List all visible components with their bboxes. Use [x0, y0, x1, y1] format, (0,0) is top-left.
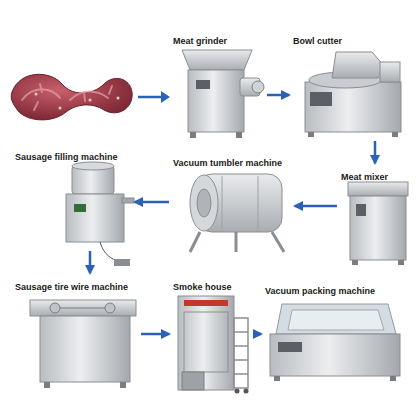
- machine-label: Meat mixer: [340, 172, 389, 183]
- flow-arrow: [253, 333, 261, 336]
- smoke-house-picture: [178, 296, 249, 394]
- flow-arrow: [138, 91, 170, 103]
- flow-arrow: [374, 141, 377, 163]
- meat-mixer-picture: [348, 182, 408, 265]
- machine-label: Sausage filling machine: [14, 152, 119, 163]
- machine-node: Meat mixer: [340, 166, 412, 266]
- meat-grinder-picture: [182, 50, 264, 138]
- machine-label: Meat grinder: [172, 36, 228, 47]
- vacuum-tumbler-picture: [190, 174, 284, 252]
- machine-label: Sausage tire wire machine: [14, 282, 129, 293]
- machine-node: Sausage tire wire machine: [14, 276, 138, 392]
- machine-node: Vacuum packing machine: [264, 280, 408, 384]
- vacuum-packer-picture: [270, 304, 400, 381]
- sausage-tying-picture: [30, 300, 136, 388]
- machine-node: Smoke house: [172, 276, 250, 396]
- flow-arrow: [295, 205, 337, 208]
- flow-arrow: [141, 333, 169, 336]
- machine-label: Vacuum packing machine: [264, 286, 376, 297]
- machine-node: Vacuum tumbler machine: [172, 152, 292, 252]
- flow-arrow: [267, 94, 289, 97]
- bowl-cutter-picture: [305, 52, 401, 137]
- machine-label: Vacuum tumbler machine: [172, 158, 283, 169]
- machine-node: Bowl cutter: [292, 30, 410, 138]
- machine-label: Bowl cutter: [292, 36, 343, 47]
- flow-arrow: [89, 251, 92, 273]
- machine-label: Smoke house: [172, 282, 233, 293]
- machine-node: Meat grinder: [172, 30, 264, 142]
- sausage-filler-picture: [66, 162, 134, 266]
- machine-node: Sausage filling machine: [14, 146, 132, 248]
- flow-arrow: [135, 201, 169, 204]
- sausage-picture: [11, 74, 132, 120]
